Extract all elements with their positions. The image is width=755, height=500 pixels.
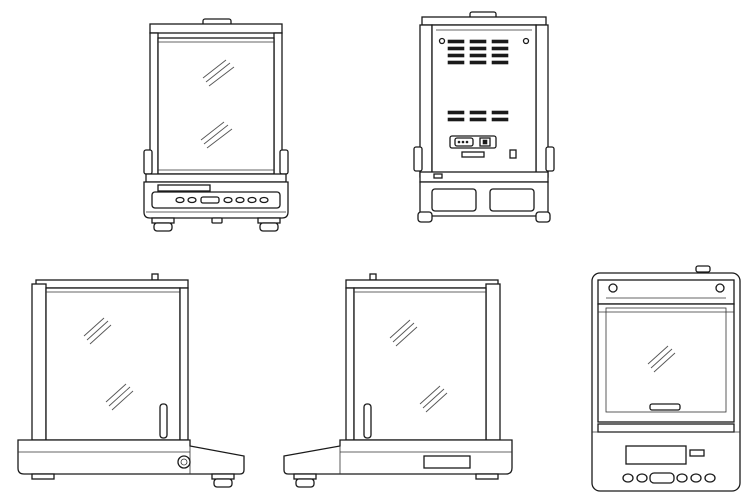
top-cap (149, 23, 283, 34)
door-handle (363, 403, 372, 439)
rear-foot-recess-left (431, 188, 477, 212)
top-glass (597, 303, 735, 423)
rear-column (31, 283, 47, 441)
base-housing (17, 439, 245, 475)
rear-latch (433, 173, 443, 179)
keypad-buttons (622, 472, 716, 484)
left-side-view (17, 273, 245, 488)
glass-door (157, 37, 275, 175)
top-frame (597, 279, 735, 305)
top-screw (608, 283, 618, 293)
side-glass-door (353, 287, 487, 441)
rear-column (485, 283, 501, 441)
power-jack (509, 149, 517, 159)
top-screw (715, 283, 725, 293)
upper-vents (447, 39, 509, 65)
keypad-buttons (175, 196, 269, 204)
base-housing (283, 439, 513, 475)
glass-reflection (200, 59, 235, 149)
glass-reflection (83, 317, 134, 411)
display-window (625, 445, 687, 465)
lid-handle (649, 403, 681, 411)
display-indicator (689, 449, 705, 457)
glass-reflection (647, 345, 676, 373)
front-view (143, 18, 289, 232)
level-indicator (177, 455, 191, 469)
side-label-plate (423, 455, 471, 469)
top-cap (421, 16, 547, 26)
door-handle (159, 403, 168, 439)
lower-vents (447, 110, 509, 122)
leveling-feet (151, 217, 281, 232)
right-side-view (283, 273, 513, 488)
side-glass-door (45, 287, 181, 441)
top-view (591, 265, 741, 492)
glass-reflection (389, 319, 448, 413)
rear-view (413, 11, 555, 223)
rear-foot-recess-right (489, 188, 535, 212)
connector-panel (449, 135, 517, 159)
display-window (157, 184, 211, 192)
